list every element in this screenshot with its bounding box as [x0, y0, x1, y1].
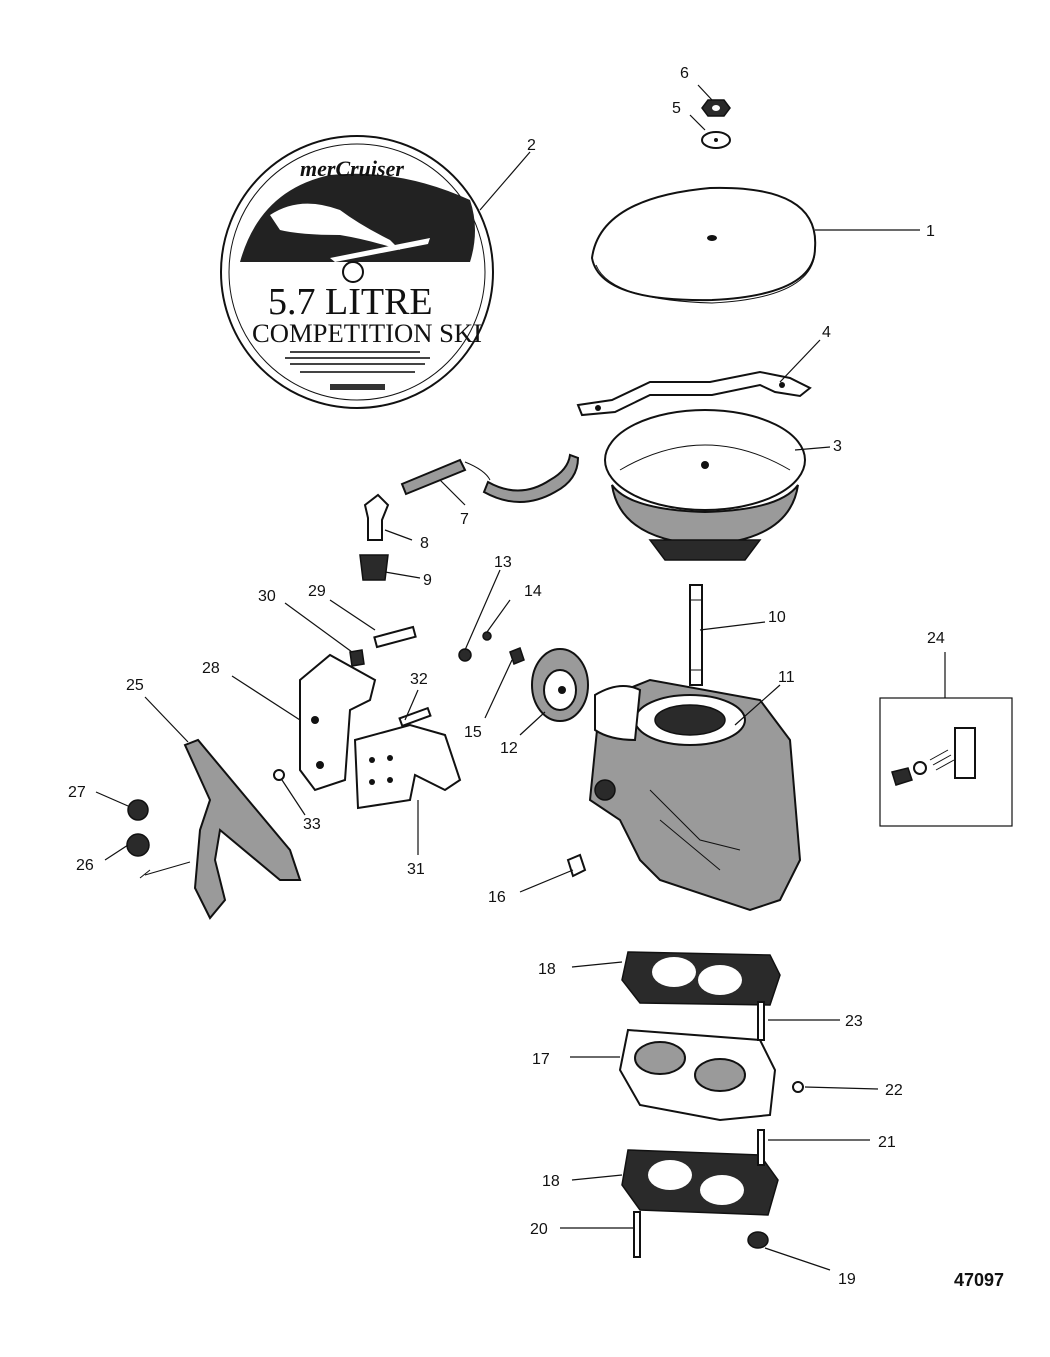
callout-4: 4: [822, 324, 831, 341]
air-cleaner-bracket: [576, 370, 812, 417]
callout-26: 26: [76, 857, 94, 874]
callout-3: 3: [833, 438, 842, 455]
washer-and-nut: [701, 99, 731, 149]
callout-31: 31: [407, 861, 425, 878]
callout-5: 5: [672, 100, 681, 117]
callout-24: 24: [927, 630, 945, 647]
callout-10: 10: [768, 609, 786, 626]
callout-27: 27: [68, 784, 86, 801]
leader-lines: [95, 84, 946, 1271]
air-cleaner-cover: [590, 186, 817, 304]
callout-7: 7: [460, 511, 469, 528]
callout-28: 28: [202, 660, 220, 677]
decal-brand-text: merCruiser: [300, 156, 404, 181]
callout-20: 20: [530, 1221, 548, 1238]
mounting-bracket: [273, 625, 417, 792]
callout-labels: 1 2 3 4 5 6 7 8 9 10 11 12 13 14 15 16 1…: [68, 65, 945, 1288]
crankcase-vent-hoses: [400, 453, 580, 503]
callout-25: 25: [126, 677, 144, 694]
small-hardware: [633, 1001, 804, 1258]
decal-title-text: 5.7 LITRE: [268, 281, 433, 323]
plug: [566, 853, 587, 878]
callout-30: 30: [258, 588, 276, 605]
callout-8: 8: [420, 535, 429, 552]
callout-1: 1: [926, 223, 935, 240]
callout-17: 17: [532, 1051, 550, 1068]
callout-29: 29: [308, 583, 326, 600]
callout-2: 2: [527, 137, 536, 154]
cable-bracket: [353, 706, 462, 810]
callout-9: 9: [423, 572, 432, 589]
callout-32: 32: [410, 671, 428, 688]
callout-15: 15: [464, 724, 482, 741]
callout-23: 23: [845, 1013, 863, 1030]
kit-box: [879, 697, 1013, 827]
elbow-fitting-and-grommet: [359, 493, 390, 581]
stud: [689, 584, 703, 686]
figure-id: 47097: [954, 1270, 1004, 1290]
callout-12: 12: [500, 740, 518, 757]
callout-13: 13: [494, 554, 512, 571]
callout-6: 6: [680, 65, 689, 82]
callout-18-bottom: 18: [542, 1173, 560, 1190]
flame-arrestor: [604, 409, 806, 561]
callout-14: 14: [524, 583, 542, 600]
callout-11: 11: [778, 669, 795, 686]
callout-21: 21: [878, 1134, 896, 1151]
throttle-lever: [126, 738, 302, 920]
callout-16: 16: [488, 889, 506, 906]
choke-assembly: [458, 631, 589, 722]
callout-18-top: 18: [538, 961, 556, 978]
decal-subtitle-text: COMPETITION SKI: [252, 319, 482, 348]
decal-disc: merCruiser 5.7 LITRE COMPETITION SKI: [220, 135, 494, 409]
callout-33: 33: [303, 816, 321, 833]
callout-19: 19: [838, 1271, 856, 1288]
carburetor: [588, 678, 802, 912]
callout-22: 22: [885, 1082, 903, 1099]
spacer-and-gaskets: [618, 951, 781, 1216]
